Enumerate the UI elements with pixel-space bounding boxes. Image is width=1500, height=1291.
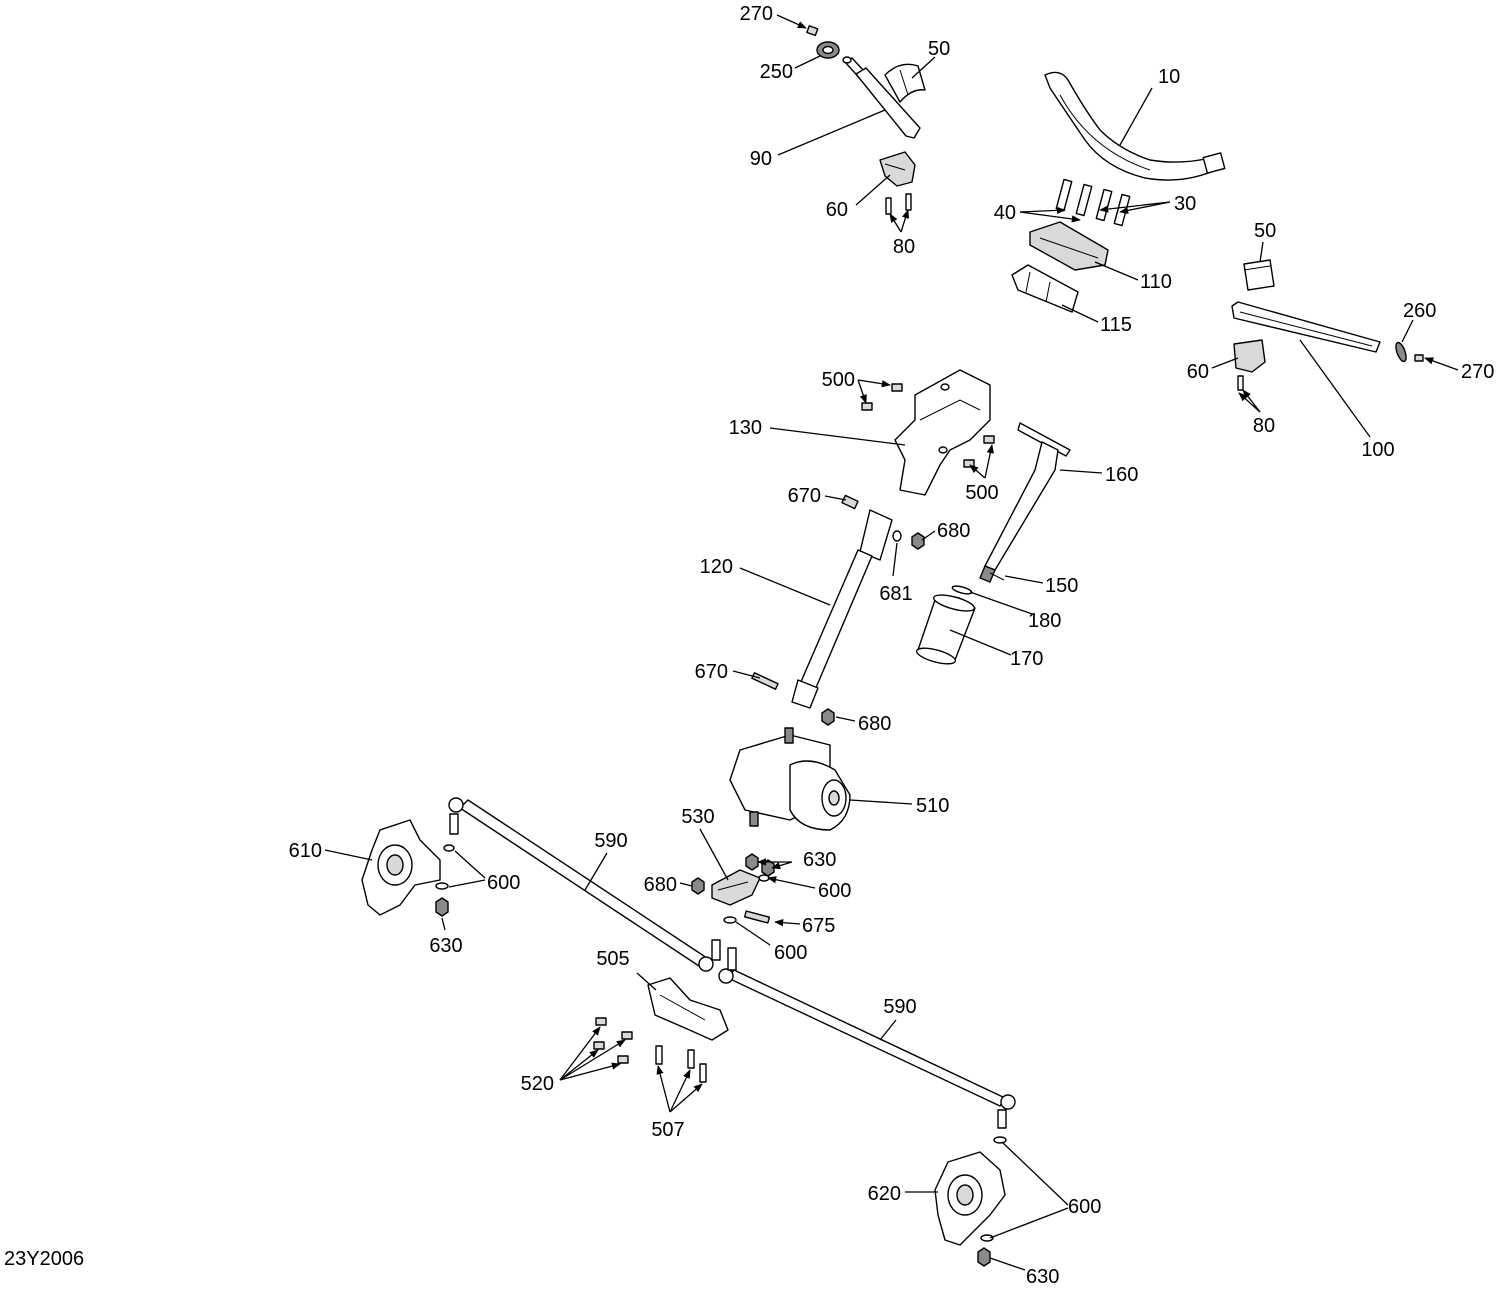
screw-270-right [1414, 354, 1424, 362]
callout-160: 160 [1105, 464, 1138, 486]
knuckle-610 [361, 819, 441, 916]
callout-670-top: 670 [788, 485, 821, 507]
callout-150: 150 [1045, 575, 1078, 597]
clamp-60-right [1233, 339, 1266, 373]
handle-bar-100 [1231, 301, 1381, 353]
callout-50-right: 50 [1254, 220, 1276, 242]
callout-620: 620 [868, 1183, 901, 1205]
nut-630-right [977, 1247, 991, 1267]
callout-600-mid-a: 600 [818, 880, 851, 902]
callout-630-left: 630 [429, 935, 462, 957]
callout-600-right: 600 [1068, 1196, 1101, 1218]
nut-680-mid [821, 708, 835, 726]
nut-630-left [435, 897, 449, 917]
bolts-520 [593, 1017, 633, 1064]
ring-180 [951, 585, 973, 595]
callout-80-right: 80 [1253, 415, 1275, 437]
callout-675: 675 [802, 915, 835, 937]
callout-115: 115 [1100, 314, 1132, 336]
end-cap-260 [1395, 341, 1407, 363]
grip-cover-50-right [1243, 259, 1275, 291]
boot-170 [915, 594, 976, 665]
callout-180: 180 [1028, 610, 1061, 632]
callout-610: 610 [289, 840, 322, 862]
washer-681 [892, 530, 902, 542]
callout-500-bottom: 500 [965, 482, 998, 504]
washer-600-left-b [435, 882, 449, 890]
washer-600-right-a [993, 1136, 1007, 1144]
handle-bar-90 [842, 56, 921, 139]
callout-80-left: 80 [893, 236, 915, 258]
grommet-250 [816, 41, 840, 59]
pad-115 [1011, 264, 1079, 313]
clamp-60-left [879, 151, 916, 187]
bolt-670-bottom [751, 672, 779, 690]
clamp-110 [1029, 221, 1109, 271]
callout-500-top: 500 [822, 369, 855, 391]
callout-505: 505 [596, 948, 629, 970]
bolt-670-top [841, 494, 859, 510]
steering-shaft-160 [979, 422, 1071, 583]
callout-600-mid-b: 600 [774, 942, 807, 964]
intermediate-shaft-120 [791, 509, 893, 709]
callout-680-top: 680 [937, 520, 970, 542]
knuckle-620 [934, 1151, 1006, 1246]
callout-630-mid: 630 [803, 849, 836, 871]
callout-60-left: 60 [826, 199, 848, 221]
callout-630-right: 630 [1026, 1266, 1059, 1288]
column-bracket-130 [894, 369, 991, 496]
tie-rod-590-left [448, 797, 721, 972]
callout-270-right: 270 [1461, 361, 1494, 383]
callout-100: 100 [1361, 439, 1394, 461]
callout-labels: 270 250 50 90 60 80 10 40 30 110 115 50 … [4, 3, 1494, 1288]
tie-rod-590-right [718, 947, 1016, 1129]
screws-80-right [1237, 375, 1244, 391]
callout-590-right: 590 [883, 996, 916, 1018]
callout-520: 520 [521, 1073, 554, 1095]
bracket-505 [647, 977, 729, 1041]
drawing-code: 23Y2006 [4, 1248, 84, 1270]
callout-10: 10 [1158, 66, 1180, 88]
washer-600-left-a [443, 844, 455, 852]
callout-507: 507 [651, 1119, 684, 1141]
nut-680-low [691, 877, 705, 895]
grip-cover-50-left [884, 63, 926, 103]
clip-150 [989, 572, 1005, 581]
nut-680-top [911, 532, 925, 550]
bolt-675 [743, 910, 771, 924]
bolts-507 [655, 1045, 707, 1083]
bolts-500 [861, 383, 995, 468]
callout-260: 260 [1403, 300, 1436, 322]
callout-110: 110 [1140, 271, 1172, 293]
callout-680-mid: 680 [858, 713, 891, 735]
screw-270-top [806, 25, 819, 37]
nuts-630-mid [745, 853, 775, 877]
callout-60-right: 60 [1187, 361, 1209, 383]
handlebar-10 [1044, 71, 1226, 181]
callout-510: 510 [916, 795, 949, 817]
callout-170: 170 [1010, 648, 1043, 670]
callout-270-top: 270 [740, 3, 773, 25]
callout-250: 250 [760, 61, 793, 83]
callout-40: 40 [994, 202, 1016, 224]
washer-600-mid-b [723, 916, 737, 924]
power-steering-510 [729, 727, 851, 831]
leader-lines [324, 14, 1459, 1271]
callout-530: 530 [681, 806, 714, 828]
callout-600-left: 600 [487, 872, 520, 894]
callout-680-low: 680 [644, 874, 677, 896]
callout-90: 90 [750, 148, 772, 170]
bracket-530 [711, 869, 761, 906]
callout-670-bottom: 670 [695, 661, 728, 683]
callout-681: 681 [879, 583, 912, 605]
callout-30: 30 [1174, 193, 1196, 215]
callout-590-left: 590 [594, 830, 627, 852]
callout-130: 130 [729, 417, 762, 439]
washer-600-right-b [980, 1234, 994, 1242]
callout-50-left: 50 [928, 38, 950, 60]
callout-120: 120 [700, 556, 733, 578]
washer-600-mid-a [758, 874, 770, 882]
